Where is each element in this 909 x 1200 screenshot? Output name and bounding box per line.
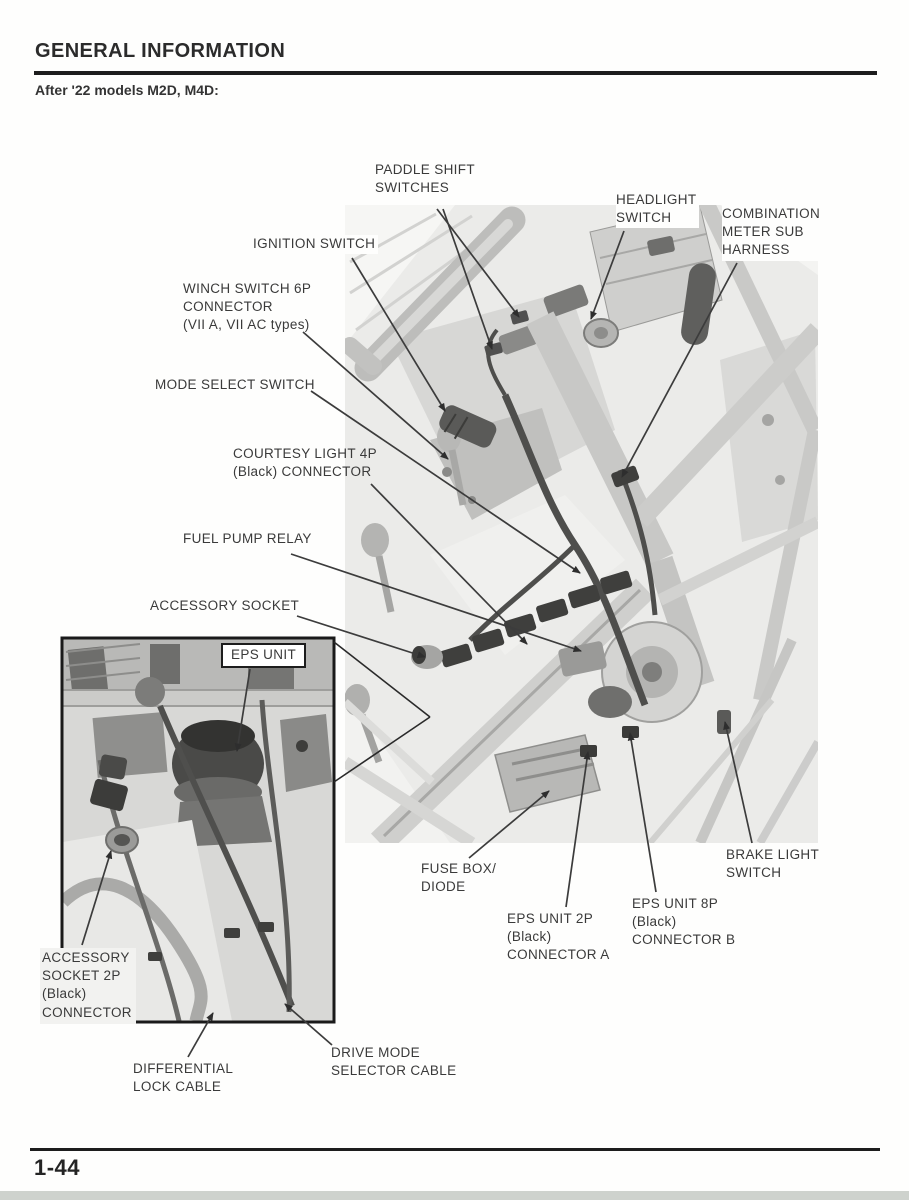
- callout-eps-unit: EPS UNIT: [221, 643, 307, 669]
- callout-drive-mode-selector-cable: DRIVE MODE SELECTOR CABLE: [331, 1045, 457, 1079]
- leader-differential-lock-cable: [187, 1012, 214, 1058]
- inset-border: [60, 636, 336, 1024]
- callout-eps-unit-2p-connector-a: EPS UNIT 2P (Black) CONNECTOR A: [507, 911, 610, 963]
- leader-eps-unit-8p-connector-b: [627, 732, 657, 893]
- callout-mode-select-switch: MODE SELECT SWITCH: [155, 377, 315, 392]
- footer-rule: [30, 1148, 880, 1151]
- model-applicability-note: After '22 models M2D, M4D:: [35, 82, 219, 98]
- scan-edge-band: [0, 1191, 909, 1200]
- leader-headlight-switch: [590, 230, 625, 320]
- leader-ignition-switch: [351, 257, 446, 412]
- leader-lines: [81, 208, 753, 1058]
- callout-fuse-box-diode: FUSE BOX/ DIODE: [421, 861, 497, 895]
- leader-eps-unit: [234, 668, 251, 752]
- leader-paddle-shift-b: [442, 208, 493, 350]
- callout-brake-light-switch: BRAKE LIGHT SWITCH: [726, 847, 820, 881]
- wire-harness: [468, 328, 658, 707]
- leader-mode-select-switch: [310, 390, 581, 574]
- leader-fuse-box-diode: [468, 790, 550, 859]
- leader-winch-switch-6p: [302, 331, 449, 460]
- callout-winch-switch-6p-connector: WINCH SWITCH 6P CONNECTOR (VII A, VII AC…: [183, 281, 312, 333]
- page-number: 1-44: [34, 1155, 81, 1180]
- inset-link-lines: [333, 641, 431, 783]
- leader-accessory-socket-2p: [81, 850, 113, 946]
- callout-courtesy-light-4p-connector: COURTESY LIGHT 4P (Black) CONNECTOR: [233, 446, 377, 480]
- callout-combination-meter-sub-harness: COMBINATION METER SUB HARNESS: [722, 205, 824, 261]
- leader-eps-unit-2p-connector-a: [565, 751, 591, 908]
- callout-eps-unit-8p-connector-b: EPS UNIT 8P (Black) CONNECTOR B: [632, 896, 736, 948]
- connector-chain: [440, 465, 640, 668]
- leader-brake-light-switch: [723, 721, 753, 844]
- callout-fuel-pump-relay: FUEL PUMP RELAY: [183, 531, 312, 546]
- steering-wheel: [345, 206, 526, 382]
- callout-differential-lock-cable: DIFFERENTIAL LOCK CABLE: [133, 1061, 234, 1095]
- eps-unit-motor: [172, 720, 272, 847]
- callout-ignition-switch: IGNITION SWITCH: [253, 235, 379, 255]
- page-title: GENERAL INFORMATION: [35, 40, 286, 62]
- leader-accessory-socket: [296, 615, 426, 659]
- leader-courtesy-light-4p: [370, 483, 528, 645]
- main-photo: [345, 205, 818, 843]
- callout-accessory-socket-2p-connector: ACCESSORY SOCKET 2P (Black) CONNECTOR: [40, 948, 136, 1024]
- leader-paddle-shift-a: [436, 208, 520, 318]
- callout-accessory-socket: ACCESSORY SOCKET: [150, 598, 300, 613]
- callout-headlight-switch: HEADLIGHT SWITCH: [616, 191, 700, 229]
- header-rule: [34, 71, 877, 75]
- leader-fuel-pump-relay: [290, 553, 582, 652]
- leader-combination-meter-sub-harness: [621, 262, 738, 478]
- callout-paddle-shift-switches: PADDLE SHIFT SWITCHES: [375, 162, 475, 196]
- leader-drive-mode-selector-cable: [284, 1003, 333, 1046]
